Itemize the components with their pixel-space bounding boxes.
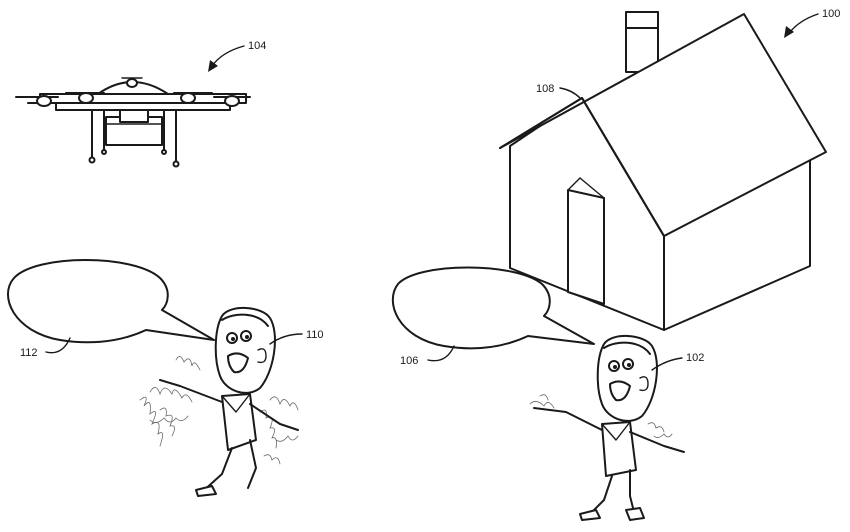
house-door	[567, 189, 605, 305]
person-left-mouth	[227, 352, 249, 374]
person-right	[529, 335, 685, 521]
ref-label-112: 112	[20, 347, 38, 359]
ref-label-102: 102	[686, 352, 704, 364]
ref-100: 100	[784, 8, 840, 38]
chimney-top	[625, 11, 659, 29]
ref-label-100: 100	[822, 8, 840, 20]
ref-110: 110	[269, 329, 324, 345]
person-left-motion-scribbles	[139, 356, 299, 465]
person-left-torso	[221, 393, 257, 451]
chimney	[625, 27, 659, 73]
person-right-torso	[601, 421, 637, 477]
drone-frame	[55, 102, 231, 111]
ref-102: 102	[651, 352, 704, 371]
drone-body	[39, 93, 247, 104]
drone	[15, 77, 251, 168]
person-left	[139, 307, 299, 497]
ref-label-106: 106	[400, 355, 418, 367]
drone-package-clamp	[119, 109, 149, 123]
ref-label-110: 110	[306, 329, 324, 341]
person-right-mouth	[609, 380, 631, 402]
house	[499, 11, 827, 331]
person-right-head	[596, 335, 658, 422]
ref-104: 104	[208, 40, 266, 72]
ref-label-108: 108	[536, 83, 554, 95]
drone-rotors	[15, 77, 251, 107]
person-right-motion-scribbles	[529, 394, 673, 438]
speech-bubble-right	[391, 266, 595, 350]
speech-bubble-left	[7, 259, 215, 344]
ref-label-104: 104	[248, 40, 266, 52]
person-left-head	[214, 307, 276, 394]
drone-package	[105, 116, 163, 146]
ref-112: 112	[20, 337, 71, 359]
drone-legs	[88, 109, 180, 168]
ref-108: 108	[536, 83, 581, 99]
ref-106: 106	[400, 345, 455, 367]
